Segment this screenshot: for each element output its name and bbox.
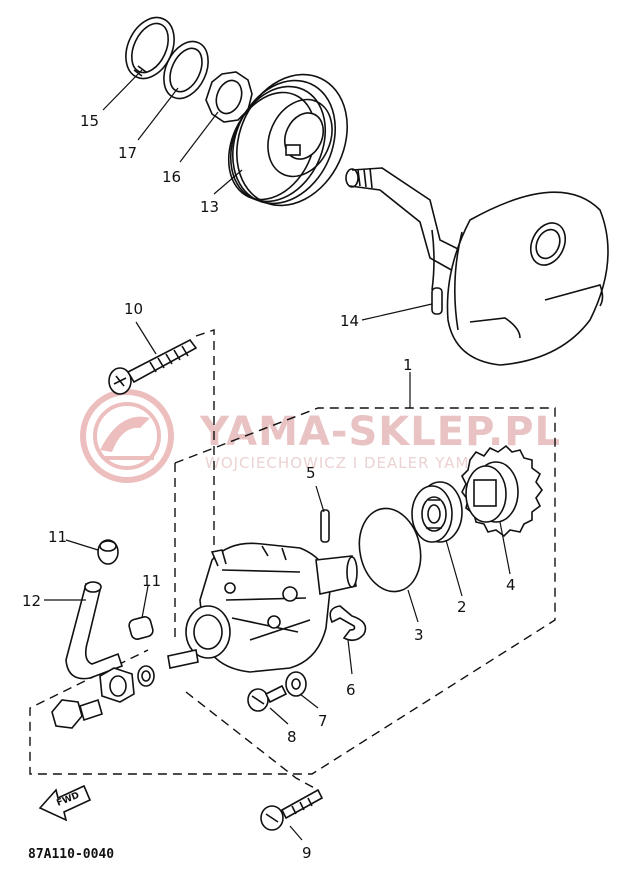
- part-13-pulley: [227, 73, 348, 207]
- watermark-brand: YAMA-SKLEP.PL: [199, 409, 561, 455]
- part-3-o-ring: [358, 507, 422, 593]
- watermark-logo-icon: [80, 389, 174, 483]
- drain-bolt-assembly: [51, 665, 155, 729]
- label-9: 9: [302, 844, 312, 862]
- label-2: 2: [457, 598, 467, 616]
- label-5: 5: [306, 464, 316, 482]
- label-15: 15: [80, 112, 99, 130]
- watermark: YAMA-SKLEP.PL WOJCIECHOWICZ I DEALER YAM…: [80, 389, 561, 483]
- part-14-key: [431, 287, 443, 315]
- callout-labels: 1 2 3 4 5 6 7 8 9 10 11 11 12 13 14 15 1…: [22, 112, 516, 862]
- watermark-tagline: WOJCIECHOWICZ I DEALER YAMAHA: [205, 454, 504, 472]
- leader-lines: [44, 69, 511, 841]
- part-9-bolt: [185, 691, 324, 831]
- label-16: 16: [162, 168, 181, 186]
- crankshaft: [345, 167, 609, 366]
- assembly-1-boundary: [29, 372, 556, 775]
- label-10: 10: [124, 300, 143, 318]
- oil-pump-body: [167, 542, 358, 673]
- part-11-clamp-lower: [128, 616, 154, 640]
- part-5-pin: [320, 509, 330, 543]
- drawing-code: 87A110-0040: [28, 847, 114, 862]
- part-15-circlip: [125, 16, 175, 80]
- part-10-long-bolt: [108, 329, 215, 612]
- label-14: 14: [340, 312, 359, 330]
- part-8-bolt: [247, 684, 288, 712]
- part-12-hose: [65, 581, 124, 680]
- label-12: 12: [22, 592, 41, 610]
- part-6-clip: [329, 605, 367, 642]
- label-7: 7: [318, 712, 328, 730]
- label-1: 1: [403, 356, 413, 374]
- label-3: 3: [414, 626, 424, 644]
- label-17: 17: [118, 144, 137, 162]
- part-7-washer: [285, 671, 307, 697]
- label-13: 13: [200, 198, 219, 216]
- label-11-lower: 11: [142, 572, 161, 590]
- fwd-arrow-icon: FWD: [38, 784, 92, 822]
- label-11-upper: 11: [48, 528, 67, 546]
- label-6: 6: [346, 681, 356, 699]
- part-11-clamp-upper: [97, 539, 119, 565]
- label-8: 8: [287, 728, 297, 746]
- part-4-gear: [461, 444, 543, 538]
- part-2-bearing: [411, 481, 463, 543]
- label-4: 4: [506, 576, 516, 594]
